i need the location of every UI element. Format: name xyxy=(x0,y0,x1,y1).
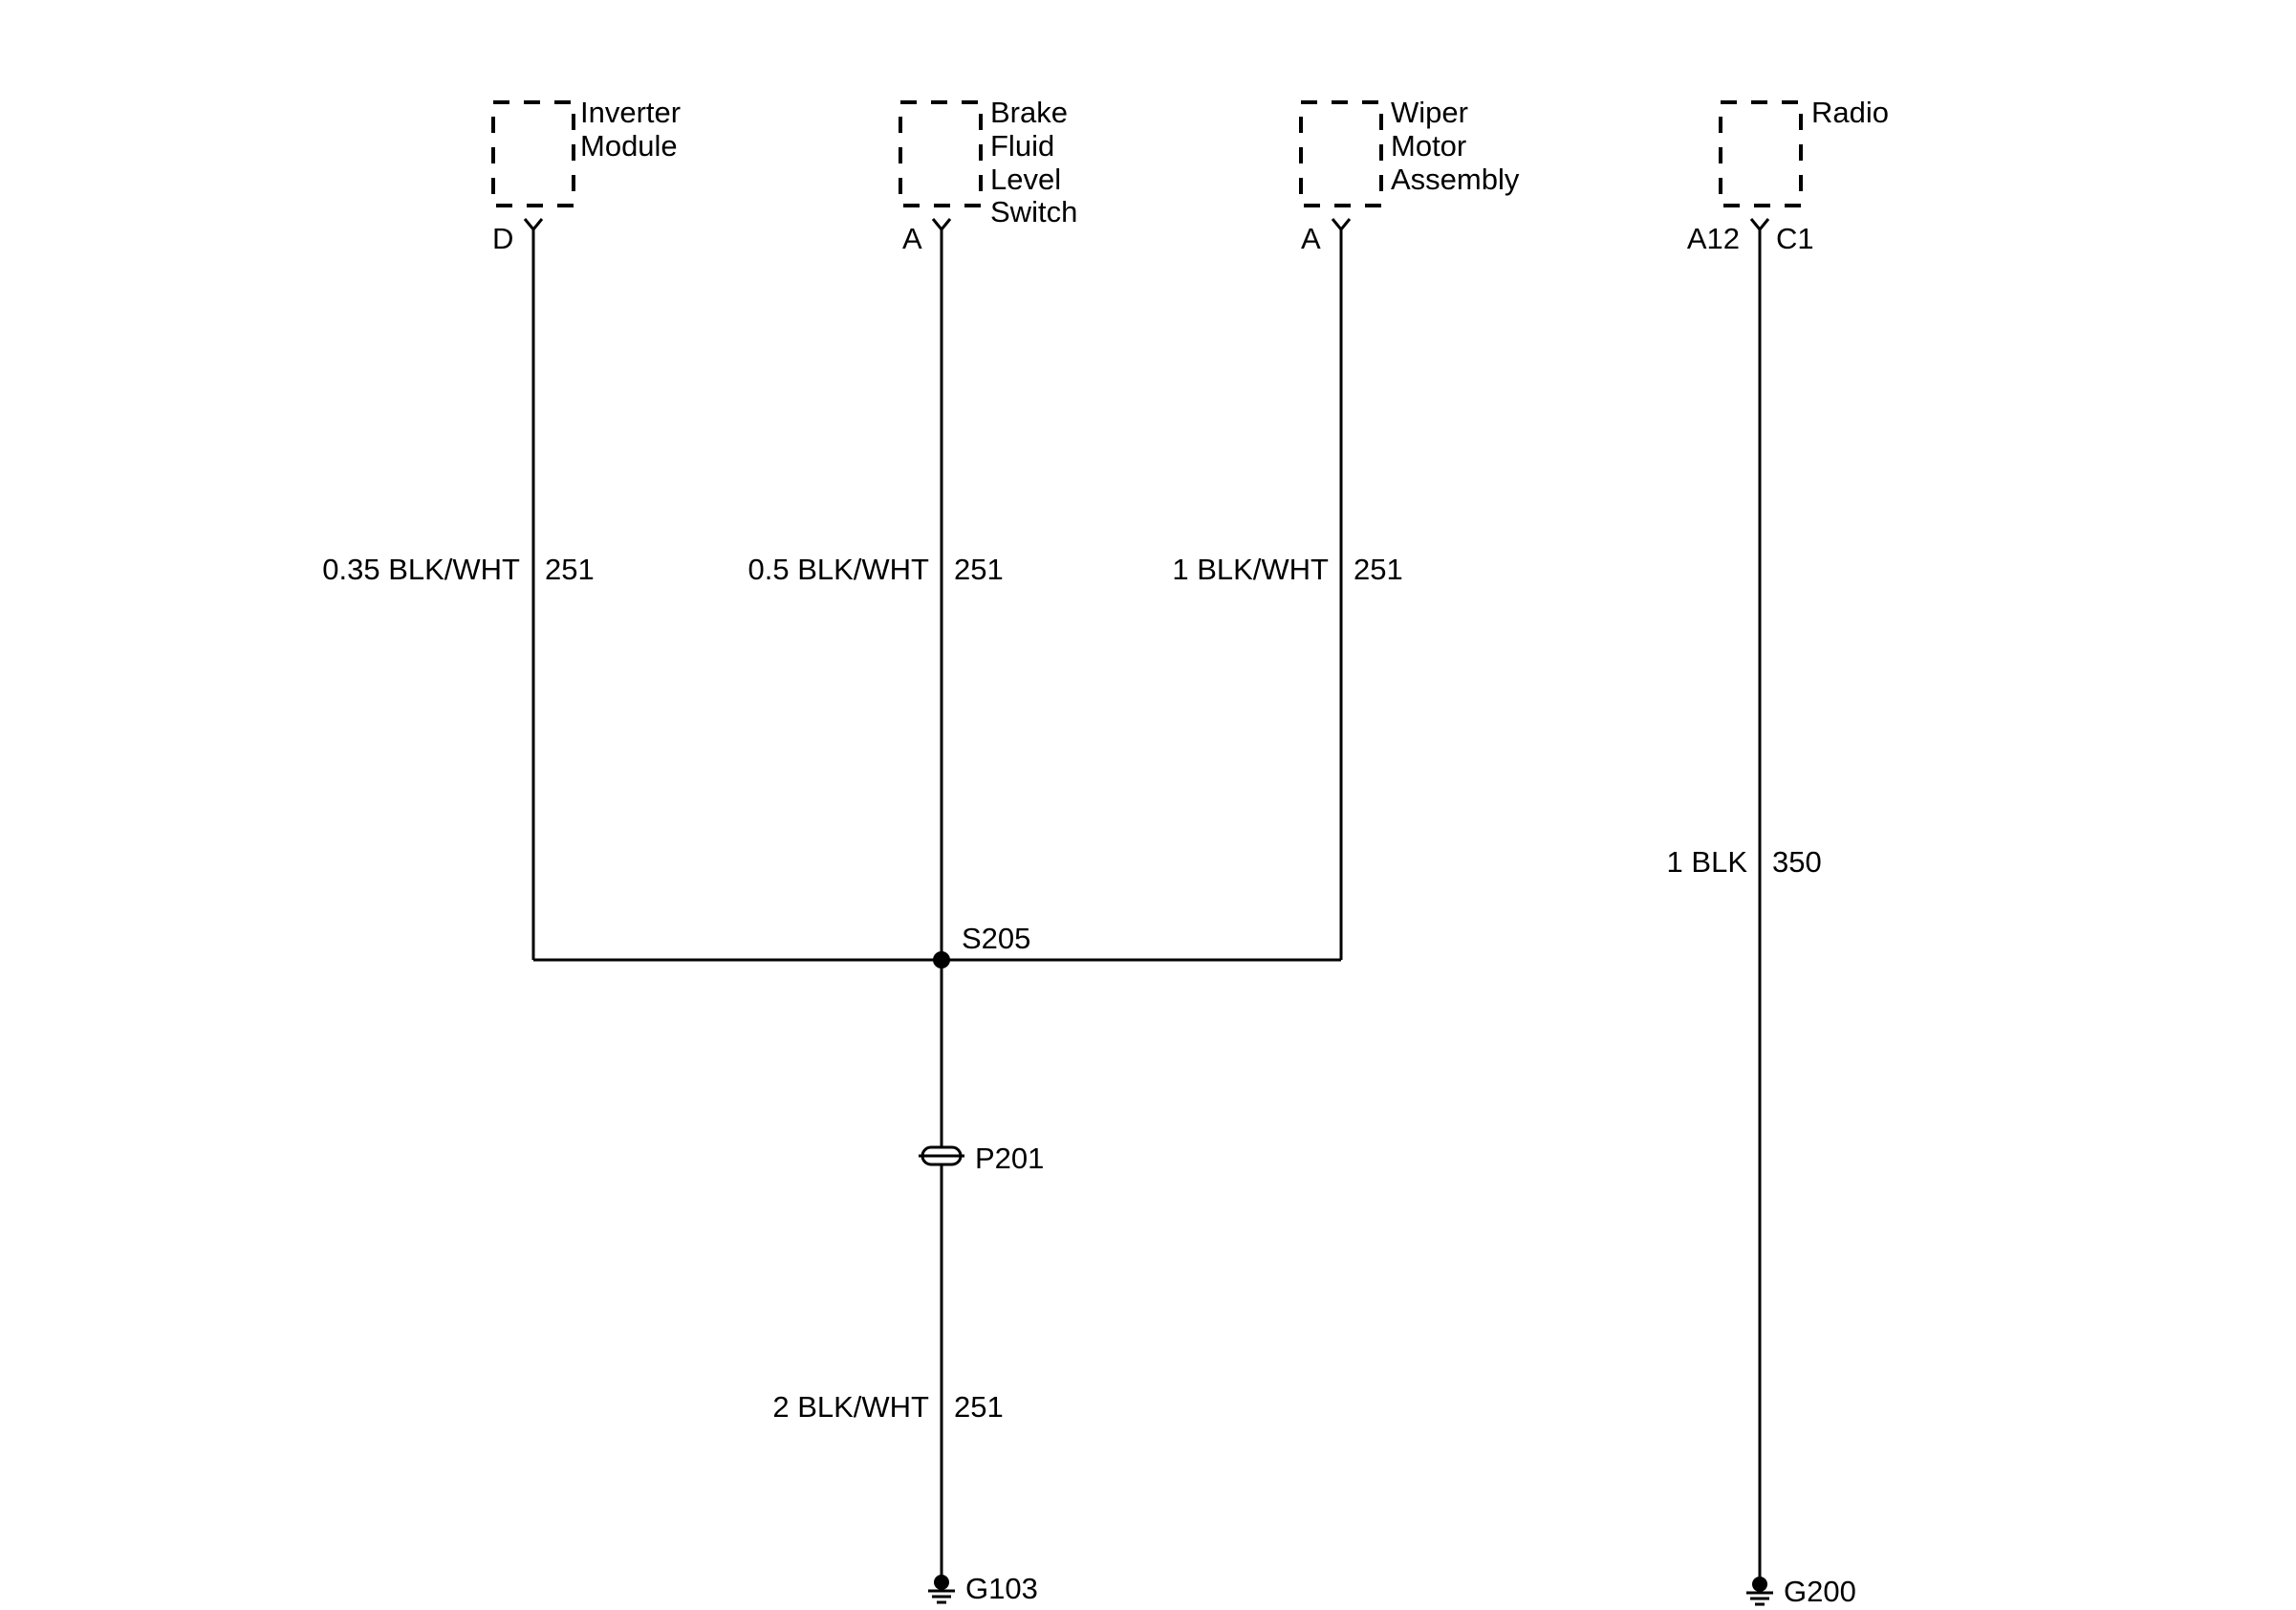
wiper-motor-pin-label: A xyxy=(1301,222,1321,255)
splice-label: S205 xyxy=(962,922,1030,955)
radio[interactable]: Radio A12 C1 xyxy=(1687,96,1889,255)
wiper-motor-assembly-box xyxy=(1299,100,1383,207)
wiper-motor-name-line-1: Wiper xyxy=(1391,96,1468,129)
connector-label: P201 xyxy=(975,1142,1044,1175)
inverter-module-name-line-2: Module xyxy=(580,129,678,163)
radio-pin-terminal xyxy=(1749,218,1770,232)
radio-name: Radio xyxy=(1811,96,1889,129)
ground-g103-icon xyxy=(928,1575,955,1604)
wire-wiper-circuit: 251 xyxy=(1354,553,1403,586)
brake-switch-name-line-2: Fluid xyxy=(990,129,1054,163)
wiper-motor-assembly[interactable]: Wiper Motor Assembly A xyxy=(1299,96,1520,255)
wire-brake-spec: 0.5 BLK/WHT xyxy=(748,553,930,586)
wire-ground-main-spec: 2 BLK/WHT xyxy=(772,1390,929,1424)
ground-g103-label: G103 xyxy=(965,1572,1038,1605)
brake-fluid-level-switch[interactable]: Brake Fluid Level Switch A xyxy=(899,96,1077,255)
radio-pin-left-label: A12 xyxy=(1687,222,1740,255)
wire-inverter-spec: 0.35 BLK/WHT xyxy=(322,553,520,586)
wire-radio-circuit: 350 xyxy=(1772,845,1822,879)
inverter-module-name-line-1: Inverter xyxy=(580,96,681,129)
wire-wiper-spec: 1 BLK/WHT xyxy=(1172,553,1329,586)
radio-pin-right-label: C1 xyxy=(1776,222,1814,255)
wiper-motor-pin-terminal xyxy=(1331,218,1352,232)
brake-switch-name-line-1: Brake xyxy=(990,96,1068,129)
wire-brake-circuit: 251 xyxy=(954,553,1004,586)
inverter-pin-label: D xyxy=(492,222,513,255)
ground-g200[interactable]: G200 xyxy=(1746,1575,1856,1608)
inverter-pin-terminal xyxy=(523,218,544,232)
inverter-module-box xyxy=(491,100,575,207)
wire-radio-spec: 1 BLK xyxy=(1667,845,1748,879)
wire-ground-main-circuit: 251 xyxy=(954,1390,1004,1424)
ground-g200-label: G200 xyxy=(1784,1575,1856,1608)
inverter-module[interactable]: Inverter Module D xyxy=(491,96,681,255)
splice-s205[interactable]: S205 xyxy=(933,922,1030,968)
radio-box xyxy=(1719,100,1803,207)
brake-fluid-level-switch-box xyxy=(899,100,983,207)
connector-p201[interactable]: P201 xyxy=(919,1142,1044,1175)
ground-g103[interactable]: G103 xyxy=(928,1572,1038,1605)
wiper-motor-name-line-3: Assembly xyxy=(1391,163,1520,196)
brake-switch-pin-terminal xyxy=(931,218,952,232)
ground-g200-icon xyxy=(1746,1577,1773,1606)
brake-switch-name-line-4: Switch xyxy=(990,195,1077,228)
brake-switch-pin-label: A xyxy=(902,222,922,255)
splice-dot xyxy=(933,951,950,968)
wiper-motor-name-line-2: Motor xyxy=(1391,129,1466,163)
brake-switch-name-line-3: Level xyxy=(990,163,1061,196)
wire-inverter-circuit: 251 xyxy=(545,553,595,586)
